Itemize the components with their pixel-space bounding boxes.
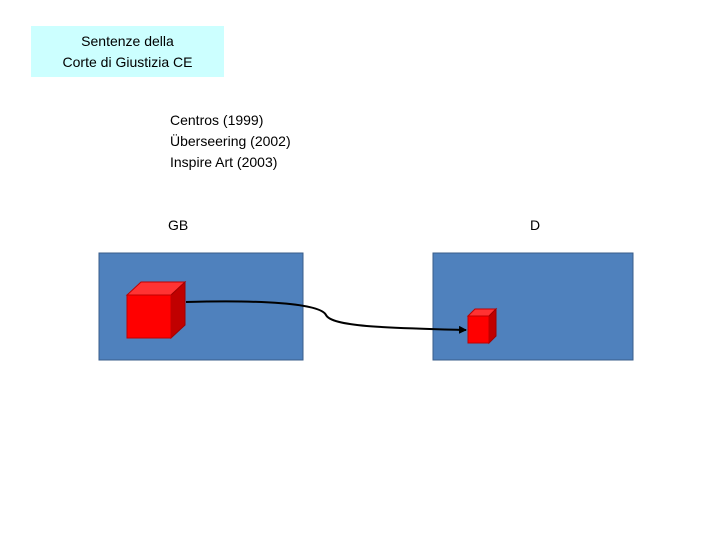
company-cube-small bbox=[468, 309, 496, 343]
country-box-d bbox=[433, 253, 633, 360]
company-cube-large bbox=[127, 282, 185, 338]
